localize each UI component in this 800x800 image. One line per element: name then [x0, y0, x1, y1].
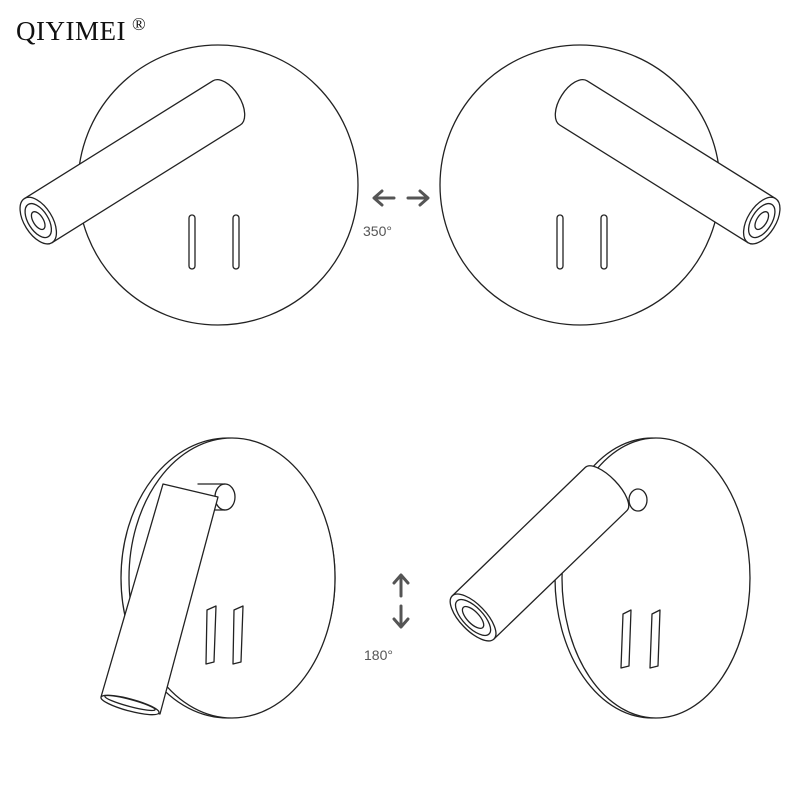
reading-arm [449, 465, 630, 642]
arrow-down-icon [392, 604, 410, 629]
rotation-angle-vertical: 180° [364, 647, 393, 663]
lamp-top-right [439, 44, 781, 326]
horizontal-rotation-arrows [372, 189, 430, 207]
rotation-angle-horizontal: 350° [363, 223, 392, 239]
switch-pair [188, 214, 240, 270]
switch-pair [620, 609, 661, 669]
arrow-up-icon [392, 573, 410, 598]
vertical-rotation-arrows [392, 573, 410, 629]
switch-pair [556, 214, 608, 270]
reading-arm [100, 483, 219, 716]
lamp-top-left [19, 44, 359, 326]
brand-name: QIYIMEI [16, 16, 126, 46]
arrow-right-icon [406, 189, 430, 207]
arrow-left-icon [372, 189, 396, 207]
reading-arm [554, 79, 781, 245]
registered-mark: ® [131, 14, 147, 34]
lamp-bottom-left [100, 437, 336, 719]
arm-pivot [628, 488, 648, 512]
reading-arm [19, 79, 246, 245]
lamp-bottom-right [449, 437, 751, 719]
switch-pair [205, 605, 244, 665]
brand-logo: QIYIMEI® [16, 14, 146, 47]
